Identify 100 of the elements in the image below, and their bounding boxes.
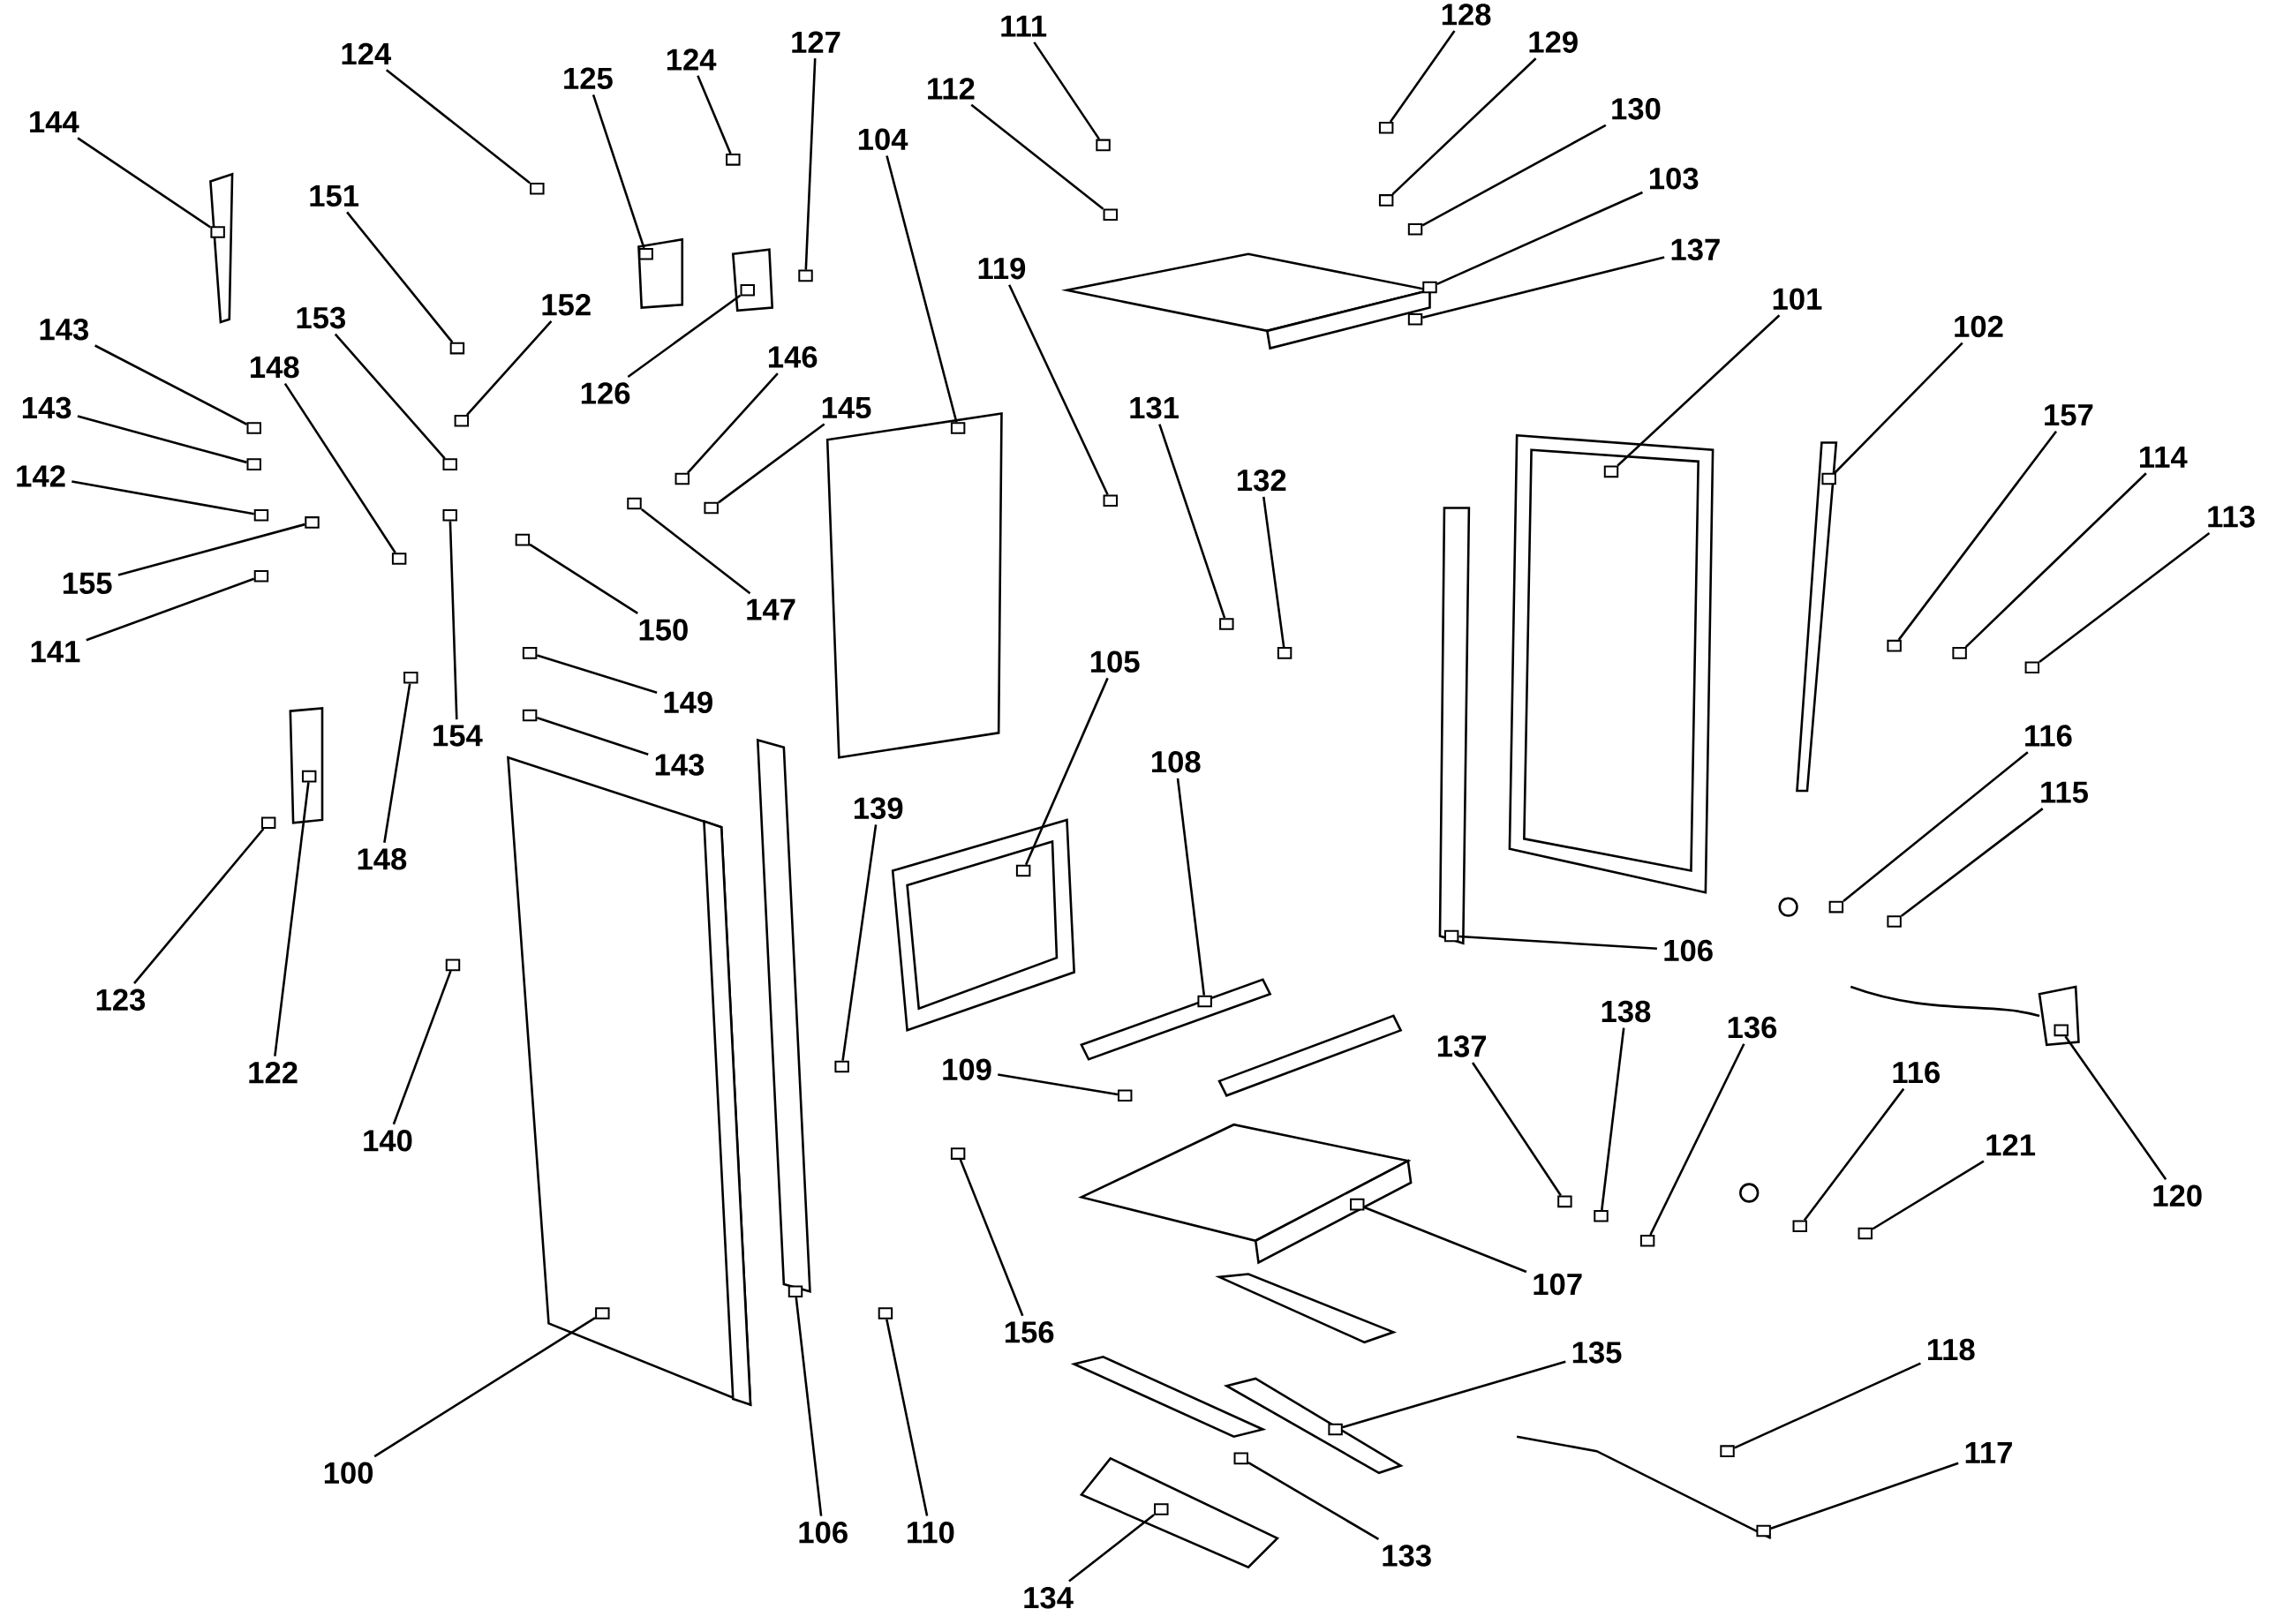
callout-number: 137 — [1437, 1035, 1487, 1057]
callout-number: 150 — [639, 619, 688, 641]
small-part — [726, 154, 741, 166]
small-part — [1557, 1195, 1572, 1208]
leader-line — [466, 320, 553, 416]
small-part — [1443, 929, 1459, 943]
leader-line — [1033, 41, 1101, 140]
small-part — [1233, 1452, 1248, 1465]
leader-line — [1068, 1514, 1155, 1583]
callout-number: 132 — [1238, 470, 1286, 492]
small-part — [445, 959, 461, 972]
callout-number: 105 — [1090, 650, 1140, 673]
callout-number: 156 — [1005, 1321, 1054, 1343]
small-part — [1103, 208, 1118, 222]
small-part — [1103, 494, 1118, 508]
leader-line — [1421, 256, 1665, 320]
callout-number: 121 — [1986, 1134, 2036, 1156]
leader-line — [1617, 314, 1781, 467]
small-part — [442, 458, 457, 471]
callout-number: 118 — [1927, 1338, 1975, 1361]
callout-number: 106 — [799, 1522, 848, 1544]
callout-number: 123 — [96, 989, 146, 1011]
leader-line — [2064, 1035, 2167, 1180]
small-part — [950, 422, 966, 434]
small-part — [950, 1147, 966, 1160]
small-part — [530, 183, 545, 195]
leader-line — [841, 824, 878, 1061]
callout-number: 128 — [1442, 4, 1491, 26]
callout-number: 144 — [30, 111, 79, 133]
leader-line — [1901, 808, 2044, 917]
leader-line — [448, 521, 458, 720]
callout-number: 107 — [1534, 1273, 1582, 1296]
small-part — [1952, 647, 1967, 659]
callout-number: 141 — [31, 641, 80, 663]
leader-line — [697, 75, 732, 154]
small-part — [253, 570, 269, 583]
small-part — [442, 509, 457, 522]
callout-number: 145 — [822, 397, 871, 419]
leader-line — [133, 828, 265, 985]
small-part — [1828, 900, 1844, 914]
small-part — [1858, 1227, 1873, 1240]
small-part — [1407, 313, 1423, 326]
callout-number: 109 — [943, 1058, 991, 1081]
small-part — [788, 1285, 803, 1298]
small-part — [246, 422, 261, 434]
small-part — [595, 1307, 610, 1320]
callout-number: 110 — [908, 1522, 954, 1544]
small-part — [1328, 1423, 1343, 1436]
callout-number: 114 — [2140, 447, 2188, 468]
callout-number: 139 — [854, 797, 903, 820]
small-part — [305, 516, 320, 529]
small-part — [1219, 618, 1234, 630]
leader-line — [383, 683, 411, 844]
leader-line — [373, 1317, 596, 1458]
callout-number: 122 — [249, 1062, 298, 1084]
leader-line — [72, 480, 254, 515]
callout-number: 117 — [1965, 1442, 2012, 1463]
leader-line — [640, 508, 751, 595]
small-part — [2024, 661, 2040, 674]
leader-line — [1734, 1362, 1921, 1449]
leader-line — [77, 137, 212, 229]
leader-line — [529, 543, 638, 615]
leader-line — [1389, 30, 1456, 123]
small-part — [1887, 639, 1902, 652]
leader-line — [592, 94, 645, 249]
leader-line — [804, 58, 817, 270]
callout-number: 106 — [1664, 939, 1713, 962]
small-part — [1792, 1220, 1807, 1233]
small-part — [834, 1060, 849, 1073]
small-part — [522, 647, 538, 659]
callout-number: 152 — [542, 294, 591, 316]
small-part — [627, 497, 642, 510]
leader-line — [1601, 1027, 1625, 1211]
callout-number: 127 — [792, 31, 840, 53]
callout-number: 149 — [664, 691, 712, 714]
leader-line — [1872, 1160, 1985, 1230]
small-part — [1154, 1503, 1169, 1515]
small-part — [515, 533, 531, 546]
leader-line — [94, 344, 248, 426]
callout-number: 124 — [667, 49, 717, 71]
small-part — [740, 284, 755, 297]
leader-line — [1803, 1087, 1905, 1222]
leader-line — [998, 1073, 1119, 1096]
leader-line — [392, 970, 452, 1125]
small-part — [1422, 281, 1437, 294]
leader-line — [1964, 472, 2147, 649]
leader-line — [1262, 496, 1285, 648]
small-part — [1378, 194, 1394, 207]
callout-number: 148 — [358, 848, 407, 870]
callout-number: 115 — [2041, 781, 2088, 803]
small-part — [522, 709, 538, 722]
callout-number: 157 — [2045, 404, 2093, 426]
callout-number: 131 — [1130, 396, 1179, 419]
small-part — [1821, 472, 1836, 485]
small-part — [391, 553, 407, 565]
leader-line — [1458, 935, 1657, 951]
small-part — [1096, 139, 1111, 152]
leader-line — [1897, 431, 2058, 641]
callout-number: 113 — [2208, 506, 2255, 528]
callout-number: 120 — [2153, 1184, 2202, 1207]
